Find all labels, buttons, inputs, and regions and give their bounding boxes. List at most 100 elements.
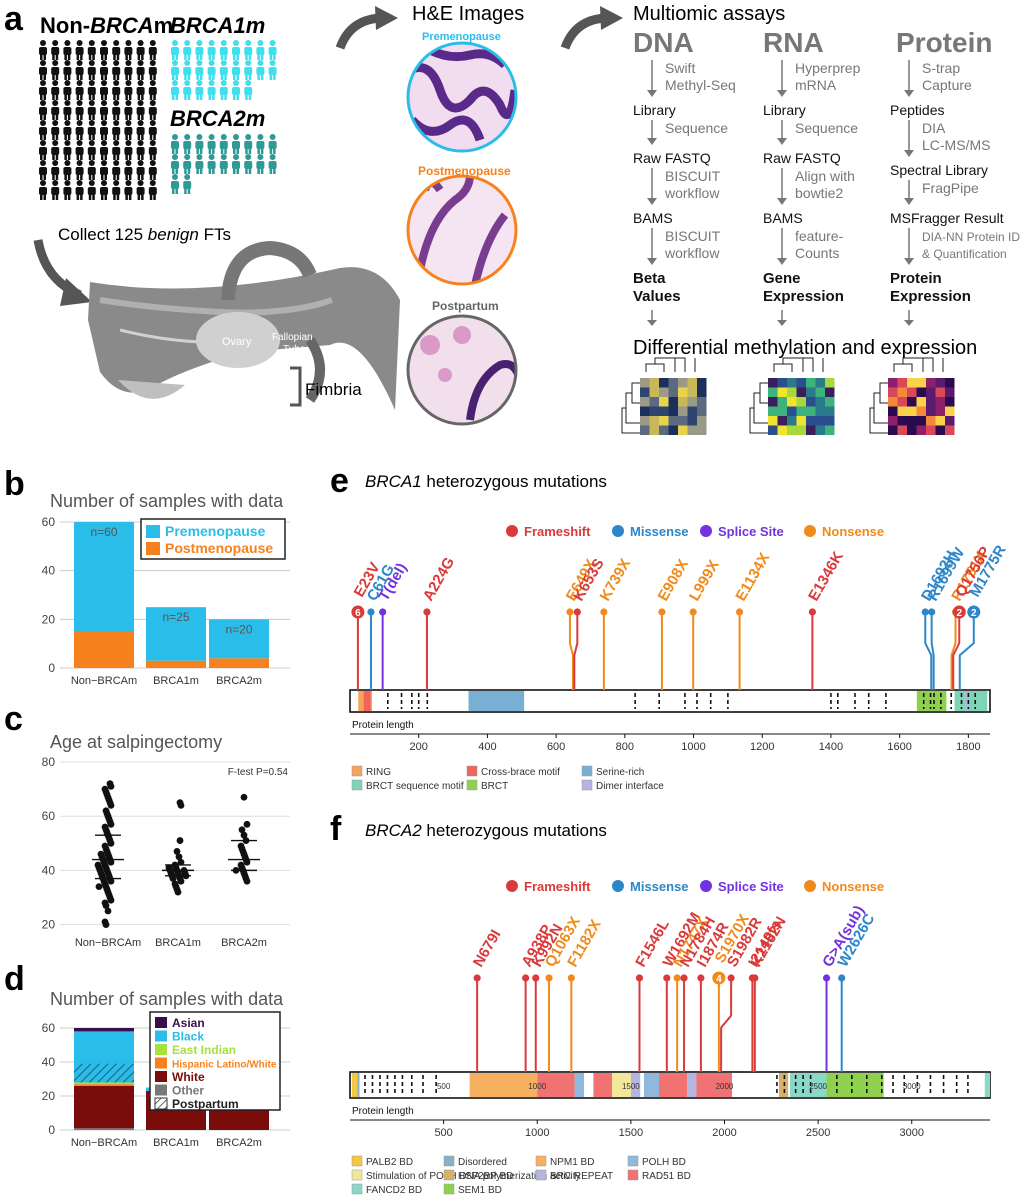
protein-bar [349, 689, 991, 713]
heatmap-cell [768, 425, 778, 435]
person-body [136, 47, 145, 55]
person-body [112, 127, 121, 135]
mutation-stem [958, 612, 975, 690]
heatmap-cell [649, 406, 659, 416]
person-leg [224, 168, 227, 174]
person-leg [187, 168, 191, 174]
person-icon [232, 154, 240, 174]
person-icon [124, 60, 133, 80]
person-leg [101, 114, 104, 120]
person-leg [43, 174, 46, 180]
heatmap-cell [697, 387, 707, 397]
scatter-point [107, 782, 115, 790]
person-head [76, 40, 83, 46]
person-body [195, 161, 204, 169]
domain-legend-label: Serine-rich [596, 767, 644, 778]
person-body [75, 187, 84, 195]
domain-segment [537, 1073, 575, 1097]
person-head [137, 120, 144, 126]
person-leg [220, 148, 224, 154]
heatmap-thumbnail [621, 357, 707, 435]
person-body [207, 87, 216, 95]
domain-legend-label: FANCD2 BD [366, 1185, 422, 1196]
person-head [149, 120, 156, 126]
person-body [51, 47, 60, 55]
person-icon [256, 40, 265, 60]
heatmap-cell [777, 406, 787, 416]
heatmap-cell [796, 378, 806, 388]
person-icon [136, 120, 145, 140]
domain-legend-swatch [351, 1169, 363, 1181]
person-leg [248, 74, 252, 80]
person-body [136, 107, 145, 115]
heatmap-cell [768, 378, 778, 388]
bar-segment [209, 619, 269, 659]
x-tick-label: BRCA1m [153, 675, 199, 687]
person-body [51, 107, 60, 115]
person-head [64, 120, 71, 126]
person-body [148, 67, 157, 75]
person-head [113, 100, 120, 106]
person-icon [100, 140, 108, 160]
person-leg [248, 168, 252, 174]
heatmap-cell [796, 397, 806, 407]
person-leg [199, 94, 203, 100]
heatmap-cell [659, 378, 669, 388]
domain-legend-label: BRC REPEAT [550, 1171, 613, 1182]
mutation-label: E1134X [732, 550, 773, 604]
person-leg [149, 54, 153, 60]
person-leg [104, 54, 107, 60]
person-icon [112, 160, 121, 180]
person-body [75, 47, 84, 55]
heatmap-cell [787, 425, 797, 435]
person-leg [175, 54, 178, 60]
person-icon [124, 80, 133, 100]
person-leg [184, 168, 187, 174]
mutation-head [727, 974, 735, 982]
person-body [100, 167, 108, 175]
scatter-point [243, 858, 251, 866]
person-icon [75, 60, 84, 80]
domain-segment [826, 1073, 884, 1097]
heatmap-cell [697, 397, 707, 407]
domain-legend-swatch [466, 779, 478, 791]
person-head [113, 180, 120, 186]
panel-f-letter: f [330, 810, 342, 848]
group-label-non-brca: Non-BRCAm [40, 13, 173, 38]
person-body [171, 141, 179, 149]
mutation-label: N679I [470, 927, 505, 970]
domain-legend-label: BRCT sequence motif [366, 781, 464, 792]
person-body [75, 67, 84, 75]
person-head [172, 60, 178, 66]
person-icon [51, 40, 60, 60]
he-label-postmenopause: Postmenopause [418, 164, 511, 178]
person-leg [116, 174, 120, 180]
person-icon [39, 140, 47, 160]
person-icon [51, 180, 60, 200]
person-leg [76, 134, 80, 140]
person-head [220, 40, 227, 46]
step-label: & Quantification [922, 247, 1007, 261]
person-head [196, 80, 203, 86]
person-leg [52, 74, 55, 80]
person-head [149, 160, 156, 166]
y-tick-label: 20 [42, 918, 56, 932]
person-leg [184, 54, 187, 60]
person-body [268, 161, 277, 169]
person-leg [153, 134, 156, 140]
person-body [87, 47, 96, 55]
person-icon [100, 120, 108, 140]
person-body [87, 87, 96, 95]
person-leg [245, 94, 248, 100]
person-leg [88, 194, 92, 200]
heatmap-cell [796, 387, 806, 397]
person-head [40, 40, 46, 46]
mutation-count: 6 [355, 608, 361, 619]
heatmap-cell [907, 416, 917, 426]
arrowhead-icon [777, 320, 787, 326]
x-tick-label: 1500 [619, 1127, 643, 1139]
person-head [125, 60, 132, 66]
mutation-type-label: Splice Site [718, 879, 784, 894]
legend-label: White [172, 1070, 205, 1084]
